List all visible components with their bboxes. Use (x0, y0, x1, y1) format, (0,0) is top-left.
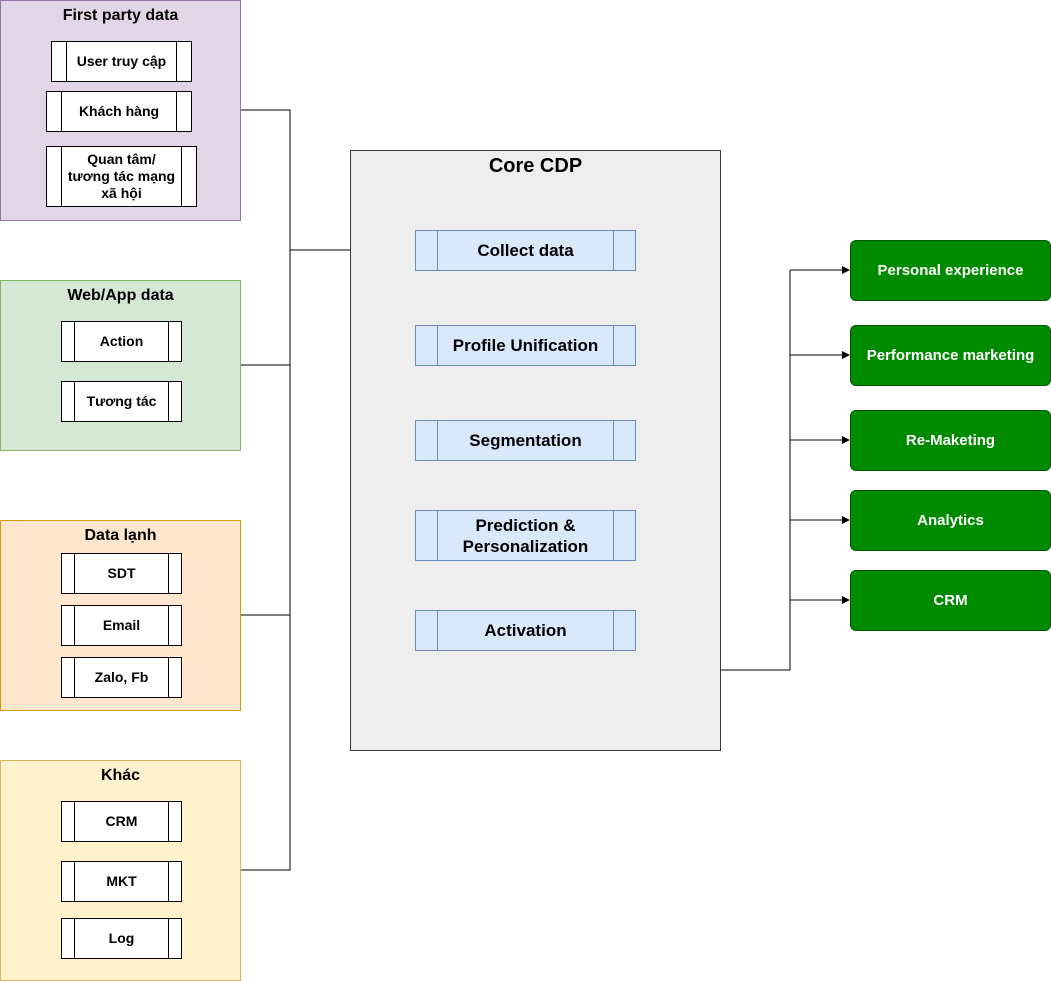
output-crm: CRM (850, 570, 1051, 631)
data-lanh-title: Data lạnh (84, 527, 157, 544)
source-tuong-tac: Tương tác (61, 381, 182, 422)
output-label: Analytics (917, 512, 984, 529)
source-quan-tam-mang-xa-hoi: Quan tâm/ tương tác mạng xã hội (46, 146, 197, 207)
source-label: User truy cập (76, 53, 167, 69)
source-user-truy-cap: User truy cập (51, 41, 192, 82)
source-khach-hang: Khách hàng (46, 91, 192, 132)
source-label: MKT (106, 873, 137, 889)
step-profile-unification: Profile Unification (415, 325, 636, 366)
source-action: Action (61, 321, 182, 362)
step-label: Profile Unification (452, 336, 599, 355)
output-re-maketing: Re-Maketing (850, 410, 1051, 471)
source-label: CRM (105, 813, 138, 829)
source-email: Email (61, 605, 182, 646)
source-label: Zalo, Fb (94, 669, 149, 685)
step-label: Collect data (477, 241, 574, 260)
output-label: CRM (933, 592, 968, 609)
step-activation: Activation (415, 610, 636, 651)
output-label: Performance marketing (866, 347, 1035, 364)
source-sdt: SDT (61, 553, 182, 594)
output-performance-marketing: Performance marketing (850, 325, 1051, 386)
step-prediction-personalization: Prediction & Personalization (415, 510, 636, 561)
source-label: Khách hàng (78, 103, 160, 119)
step-collect-data: Collect data (415, 230, 636, 271)
step-label: Prediction & Personalization (462, 515, 589, 556)
source-label: Quan tâm/ tương tác mạng xã hội (67, 151, 176, 201)
output-label: Personal experience (877, 262, 1024, 279)
first-party-connector (240, 109, 291, 250)
source-label: Email (102, 617, 141, 633)
step-segmentation: Segmentation (415, 420, 636, 461)
source-label: Action (99, 333, 144, 349)
source-log: Log (61, 918, 182, 959)
web-app-data-group: Web/App data Action Tương tác (0, 280, 241, 451)
output-analytics: Analytics (850, 490, 1051, 551)
khac-connector (240, 250, 291, 871)
source-crm: CRM (61, 801, 182, 842)
source-label: Tương tác (86, 393, 157, 409)
source-label: SDT (107, 565, 136, 581)
first-party-data-title: First party data (62, 7, 179, 24)
output-personal-experience: Personal experience (850, 240, 1051, 301)
khac-group: Khác CRM MKT Log (0, 760, 241, 981)
output-label: Re-Maketing (905, 432, 996, 449)
web-app-data-title: Web/App data (67, 287, 174, 304)
data-lanh-group: Data lạnh SDT Email Zalo, Fb (0, 520, 241, 711)
khac-title: Khác (100, 767, 141, 784)
step-label: Activation (484, 621, 567, 640)
core-cdp-title: Core CDP (488, 155, 583, 177)
source-mkt: MKT (61, 861, 182, 902)
step-label: Segmentation (469, 431, 582, 450)
first-party-data-group: First party data User truy cập Khách hàn… (0, 0, 241, 221)
source-label: Log (108, 930, 135, 946)
source-zalo-fb: Zalo, Fb (61, 657, 182, 698)
